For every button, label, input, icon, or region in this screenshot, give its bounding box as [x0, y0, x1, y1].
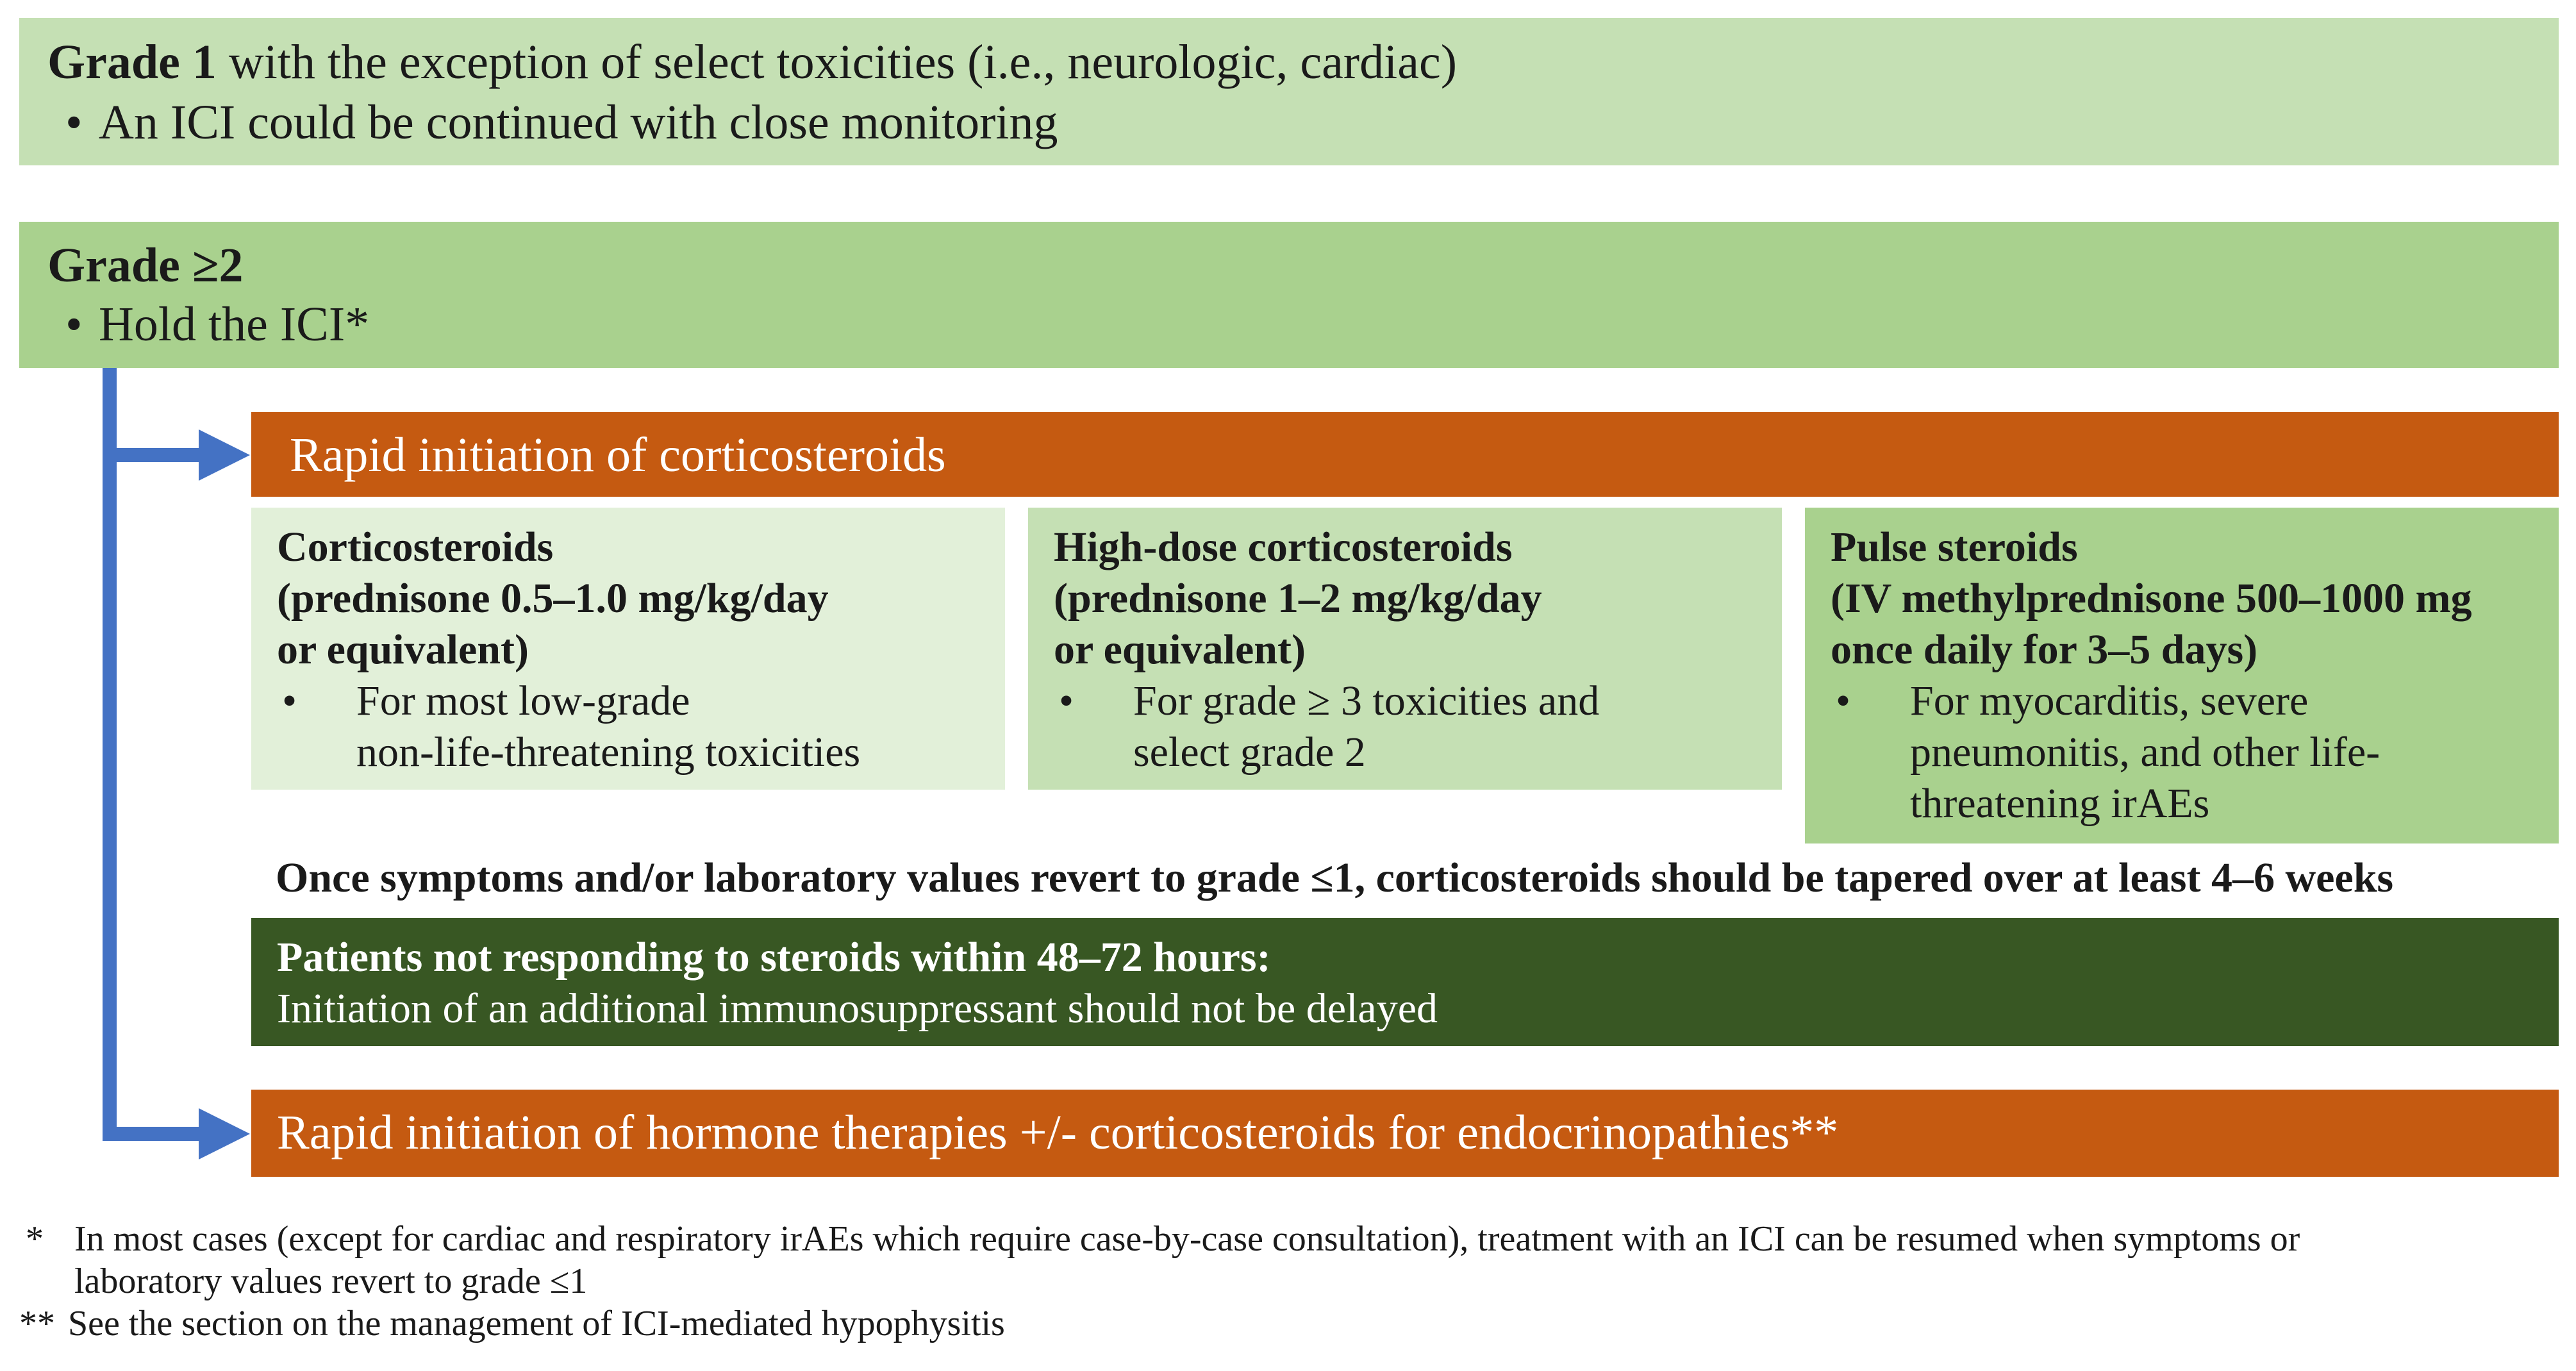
option-dose-cont: once daily for 3–5 days) — [1831, 626, 2258, 673]
grade2-bullet-item: • Hold the ICI* — [47, 295, 2559, 354]
connector-vertical-line — [103, 368, 117, 1141]
option-item-line: non-life-threatening toxicities — [356, 729, 861, 776]
option-bullet-item: • For most low-grade non-life-threatenin… — [277, 676, 1005, 778]
option-dose: (prednisone 0.5–1.0 mg/kg/day — [277, 575, 829, 622]
connector-top-branch — [103, 448, 199, 462]
bullet-icon: • — [282, 677, 297, 724]
rapid-corticosteroids-bar: Rapid initiation of corticosteroids — [251, 412, 2559, 497]
bullet-icon: • — [1059, 677, 1074, 724]
grade1-item-text: An ICI could be continued with close mon… — [99, 96, 1058, 149]
connector-bottom-branch — [103, 1127, 199, 1141]
grade1-title-rest: with the exception of select toxicities … — [216, 35, 1458, 89]
non-responders-text: Initiation of an additional immunosuppre… — [277, 985, 1438, 1032]
arrow-right-icon — [199, 429, 250, 481]
option-title: Corticosteroids — [277, 524, 554, 570]
bullet-icon: • — [1836, 677, 1851, 724]
footnote-2: ** See the section on the management of I… — [19, 1302, 2557, 1345]
taper-statement: Once symptoms and/or laboratory values r… — [276, 851, 2570, 905]
option-pulse-steroids: Pulse steroids (IV methylprednisone 500–… — [1805, 508, 2559, 843]
option-item-line: pneumonitis, and other life- — [1910, 729, 2381, 776]
option-bullet-item: • For myocarditis, severe pneumonitis, a… — [1831, 676, 2559, 829]
option-title: Pulse steroids — [1831, 524, 2078, 570]
footnote-text: laboratory values revert to grade ≤1 — [74, 1261, 588, 1301]
option-bullet-item: • For grade ≥ 3 toxicities and select gr… — [1054, 676, 1782, 778]
grade2-item-text: Hold the ICI* — [99, 297, 370, 351]
grade2-title: Grade ≥2 — [47, 238, 244, 292]
taper-text: Once symptoms and/or laboratory values r… — [276, 854, 2394, 901]
option-item-line: select grade 2 — [1133, 729, 1366, 776]
option-dose: (prednisone 1–2 mg/kg/day — [1054, 575, 1542, 622]
non-responders-box: Patients not responding to steroids with… — [251, 918, 2559, 1046]
option-high-dose-corticosteroids: High-dose corticosteroids (prednisone 1–… — [1028, 508, 1782, 790]
option-item-line: For most low-grade — [356, 677, 690, 724]
grade1-box: Grade 1 with the exception of select tox… — [19, 18, 2559, 165]
option-dose-cont: or equivalent) — [277, 626, 529, 673]
option-item-line: For myocarditis, severe — [1910, 677, 2309, 724]
footnote-mark: * — [26, 1219, 44, 1259]
grade1-title-bold: Grade 1 — [47, 35, 217, 89]
option-item-line: threatening irAEs — [1910, 780, 2210, 827]
rapid-hormone-label: Rapid initiation of hormone therapies +/… — [277, 1106, 1839, 1159]
non-responders-title: Patients not responding to steroids with… — [277, 934, 1271, 981]
footnote-mark: ** — [19, 1304, 55, 1343]
rapid-corticosteroids-label: Rapid initiation of corticosteroids — [290, 428, 946, 482]
footnote-text: See the section on the management of ICI… — [68, 1304, 1005, 1343]
footnote-text: In most cases (except for cardiac and re… — [74, 1219, 2300, 1259]
bullet-icon: • — [65, 297, 83, 351]
option-dose-cont: or equivalent) — [1054, 626, 1306, 673]
rapid-hormone-bar: Rapid initiation of hormone therapies +/… — [251, 1090, 2559, 1177]
option-title: High-dose corticosteroids — [1054, 524, 1513, 570]
option-item-line: For grade ≥ 3 toxicities and — [1133, 677, 1600, 724]
option-corticosteroids: Corticosteroids (prednisone 0.5–1.0 mg/k… — [251, 508, 1005, 790]
option-dose: (IV methylprednisone 500–1000 mg — [1831, 575, 2472, 622]
footnote-1: * In most cases (except for cardiac and r… — [26, 1218, 2564, 1302]
bullet-icon: • — [65, 96, 83, 149]
grade1-bullet-item: • An ICI could be continued with close m… — [47, 92, 2559, 153]
arrow-right-icon — [199, 1108, 250, 1159]
grade2-box: Grade ≥2 • Hold the ICI* — [19, 222, 2559, 368]
grade1-title: Grade 1 with the exception of select tox… — [47, 32, 2559, 92]
